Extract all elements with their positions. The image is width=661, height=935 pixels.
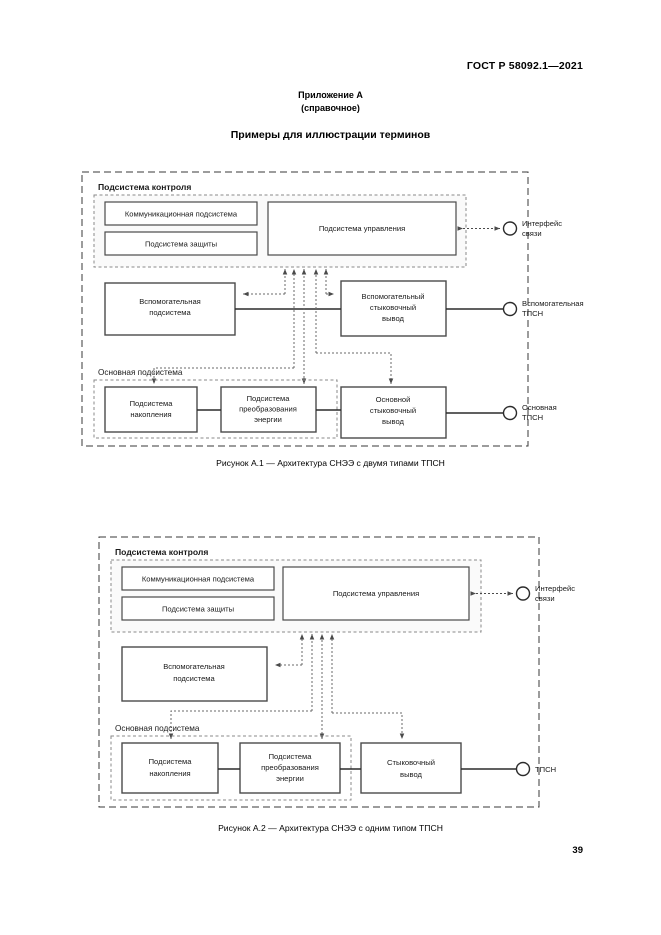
connection-output-block	[360, 742, 462, 794]
auxiliary-subsystem-label-line2: подсистема	[173, 674, 215, 683]
storage-subsystem-label-line2: накопления	[149, 769, 190, 778]
energy-conversion-label-line1: Подсистема	[269, 752, 313, 761]
storage-subsystem-block	[121, 742, 219, 794]
protection-subsystem-block	[104, 231, 258, 256]
auxiliary-subsystem-block	[104, 282, 236, 336]
management-subsystem-block	[282, 566, 470, 621]
auxiliary-connection-output-label-line3: вывод	[382, 314, 404, 323]
control-subsystem-label: Подсистема контроля	[98, 182, 191, 192]
interface-port-node	[502, 221, 518, 236]
storage-subsystem-label-line2: накопления	[130, 410, 171, 419]
control-subsystem-label: Подсистема контроля	[115, 547, 208, 557]
energy-conversion-label-line3: энергии	[254, 415, 282, 424]
main-connection-output-label-line1: Основной	[376, 395, 411, 404]
interface-port-label-line2: связи	[535, 594, 555, 603]
communication-subsystem-block	[104, 201, 258, 226]
interface-port-label-line2: связи	[522, 229, 542, 238]
protection-subsystem-block	[121, 596, 275, 621]
control-to-main-output-branch	[316, 352, 394, 385]
auxiliary-subsystem-label-line1: Вспомогательная	[163, 662, 225, 671]
communication-subsystem-label: Коммуникационная подсистема	[125, 210, 238, 219]
figure-a2-caption: Рисунок А.2 — Архитектура СНЭЭ с одним т…	[218, 823, 443, 833]
protection-subsystem-label: Подсистема защиты	[145, 240, 217, 249]
main-tpsn-label-line1: Основная	[522, 403, 557, 412]
main-tpsn-port-node	[502, 405, 518, 421]
energy-conversion-subsystem-block	[239, 742, 341, 794]
system-boundary	[81, 171, 529, 447]
auxiliary-connection-output-label-line1: Вспомогательный	[362, 292, 425, 301]
control-to-storage-branch	[168, 710, 312, 740]
auxiliary-subsystem-label-line1: Вспомогательная	[139, 297, 201, 306]
main-connection-output-label-line2: стыковочный	[370, 406, 416, 415]
tpsn-label: ТПСН	[535, 765, 556, 774]
main-subsystem-label: Основная подсистема	[115, 724, 200, 733]
interface-port-node	[515, 586, 531, 601]
energy-conversion-label-line2: преобразования	[261, 763, 319, 772]
annex-heading: Приложение А (справочное)	[0, 89, 661, 114]
interface-port-label-line1: Интерфейс	[522, 219, 562, 228]
protection-subsystem-label: Подсистема защиты	[162, 605, 234, 614]
main-tpsn-label-line2: ТПСН	[522, 413, 543, 422]
connection-output-label-line1: Стыковочный	[387, 758, 435, 767]
auxiliary-tpsn-port-node	[502, 301, 518, 317]
page-number: 39	[572, 845, 583, 856]
control-to-storage-branch	[151, 367, 294, 385]
standard-header: ГОСТ Р 58092.1—2021	[466, 60, 583, 72]
auxiliary-subsystem-label-line2: подсистема	[149, 308, 191, 317]
energy-conversion-label-line2: преобразования	[239, 405, 297, 414]
figure-a1: Подсистема контроля Коммуникационная под…	[78, 168, 584, 450]
tpsn-port-node	[515, 761, 531, 777]
connection-output-label-line2: вывод	[400, 770, 422, 779]
storage-subsystem-block	[104, 386, 198, 433]
main-subsystem-label: Основная подсистема	[98, 368, 183, 377]
annex-subtitle-line: (справочное)	[301, 102, 360, 113]
management-subsystem-block	[267, 201, 457, 256]
figure-a2: Подсистема контроля Коммуникационная под…	[95, 533, 575, 813]
system-boundary	[98, 536, 540, 808]
auxiliary-connection-output-label-line2: стыковочный	[370, 303, 416, 312]
main-connection-output-block	[340, 386, 447, 439]
main-subsystem-box	[93, 379, 338, 439]
auxiliary-tpsn-label-line2: ТПСН	[522, 309, 543, 318]
auxiliary-subsystem-block	[121, 646, 268, 702]
management-subsystem-label: Подсистема управления	[333, 589, 419, 598]
section-title: Примеры для иллюстрации терминов	[230, 129, 431, 141]
storage-subsystem-label-line1: Подсистема	[149, 757, 193, 766]
main-subsystem-box	[110, 735, 352, 801]
control-to-output-branch	[332, 712, 405, 740]
main-connection-output-label-line3: вывод	[382, 417, 404, 426]
communication-subsystem-label: Коммуникационная подсистема	[142, 575, 255, 584]
figure-a1-caption: Рисунок А.1 — Архитектура СНЭЭ с двумя т…	[216, 458, 445, 468]
energy-conversion-label-line3: энергии	[276, 774, 304, 783]
energy-conversion-subsystem-block	[220, 386, 317, 433]
communication-subsystem-block	[121, 566, 275, 591]
energy-conversion-label-line1: Подсистема	[247, 394, 291, 403]
storage-subsystem-label-line1: Подсистема	[130, 399, 174, 408]
management-subsystem-label: Подсистема управления	[319, 224, 405, 233]
annex-title-line: Приложение А	[298, 90, 363, 100]
interface-port-label-line1: Интерфейс	[535, 584, 575, 593]
auxiliary-tpsn-label-line1: Вспомогательная	[522, 299, 584, 308]
